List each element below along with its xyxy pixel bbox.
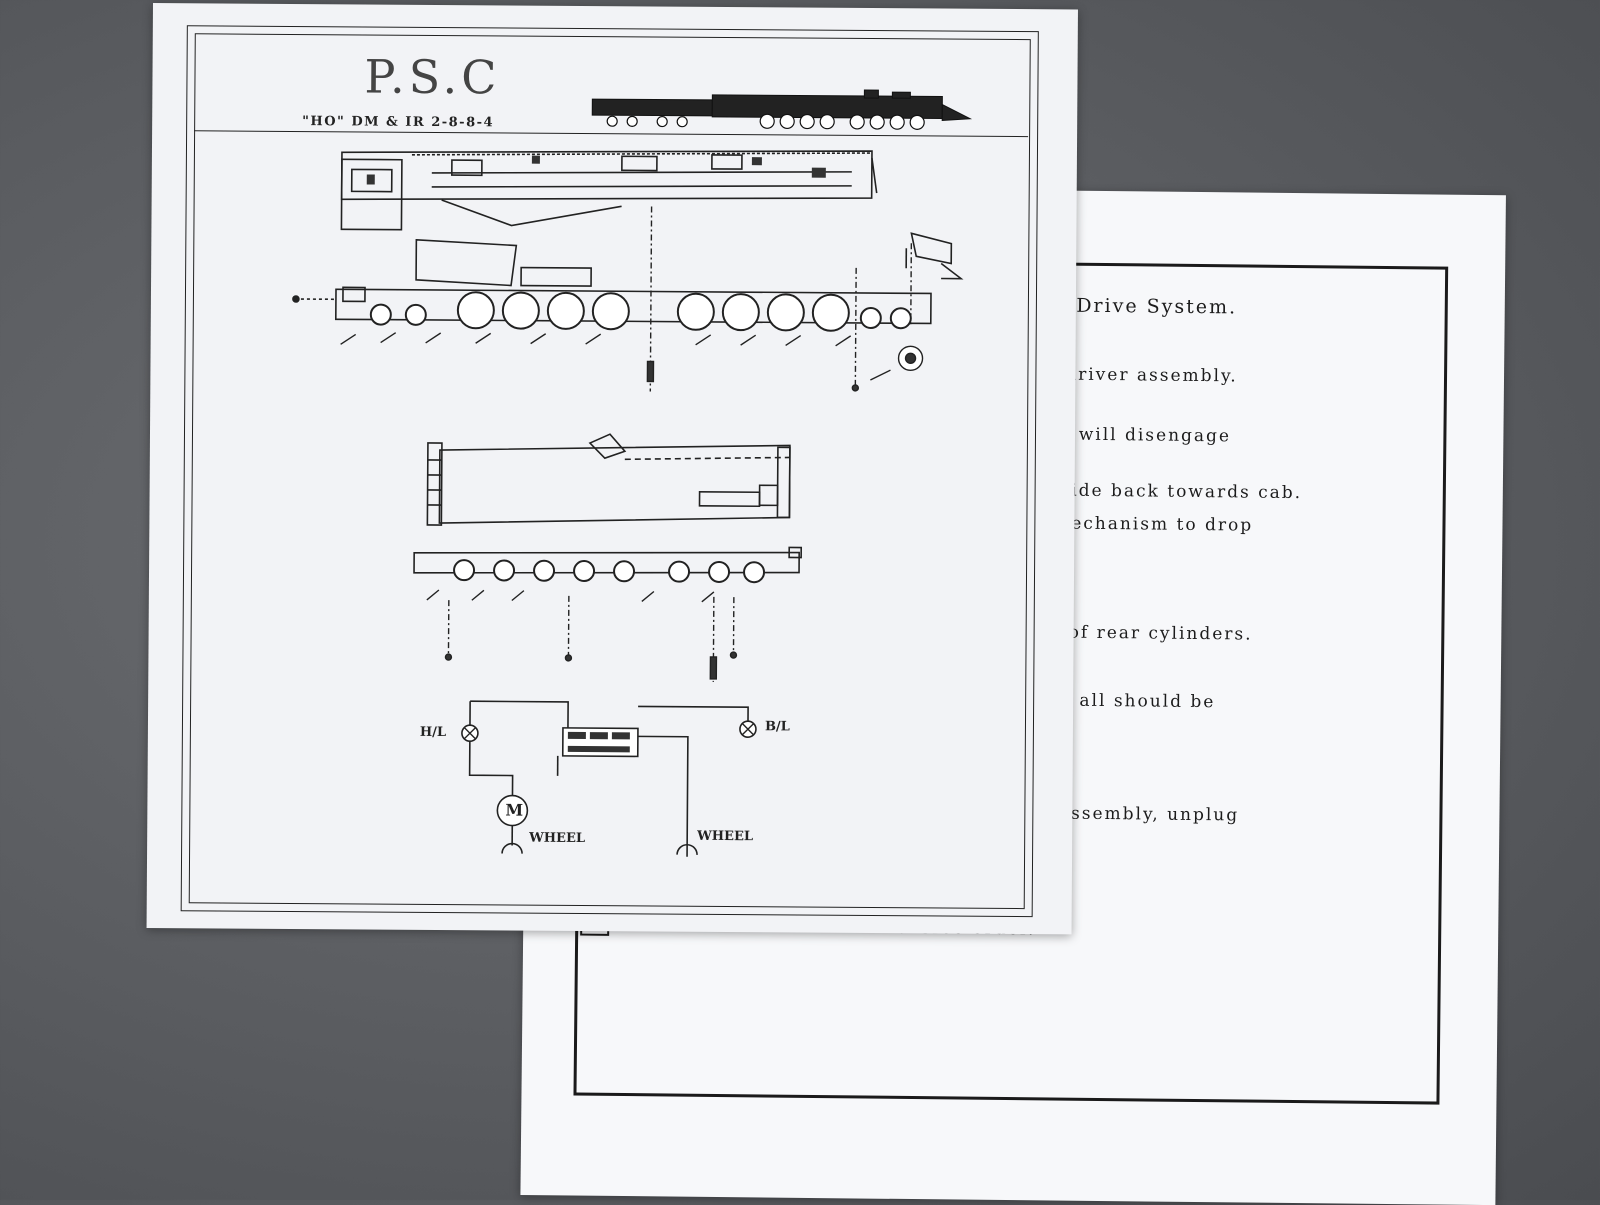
boiler-shell (341, 147, 877, 233)
headlight-label: H/L (420, 725, 446, 740)
backlight-label: B/L (765, 719, 790, 734)
wheel-label-left: WHEEL (529, 831, 585, 846)
header-locomotive-thumbnail (592, 88, 970, 130)
tender-body (427, 433, 790, 528)
driver-wheels (371, 292, 911, 332)
instruction-line-1: t driver assembly. (1049, 364, 1238, 386)
motor-label: M (505, 800, 523, 819)
exploded-diagram (147, 3, 1078, 934)
pilot-assembly (906, 233, 961, 278)
tender-wheels (454, 560, 764, 582)
wheel-label-right: WHEEL (697, 829, 753, 844)
diagram-sheet: P.S.C "HO" DM & IR 2-8-8-4 (147, 3, 1078, 934)
tender-screws (426, 590, 737, 682)
